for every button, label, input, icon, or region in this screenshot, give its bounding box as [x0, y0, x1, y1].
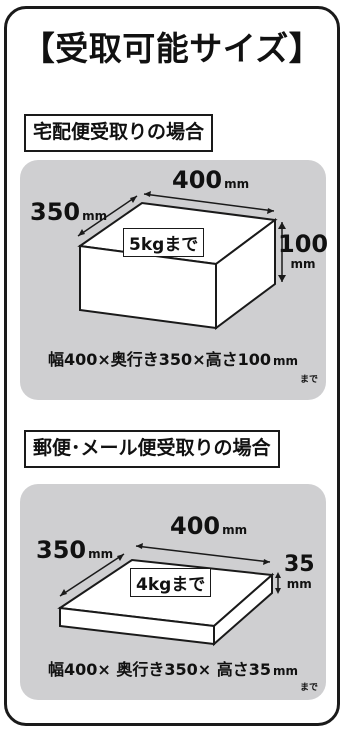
page-title: 【受取可能サイズ】 [21, 29, 323, 68]
box-side-face [215, 218, 276, 330]
section-label-parcel: 宅配便受取りの場合 [24, 114, 214, 152]
width-arrow [143, 193, 275, 212]
made-note: まで [299, 375, 318, 385]
depth-arrow [77, 195, 138, 237]
weight-limit-badge: 5kgまで [123, 228, 205, 257]
height-label: 35 mm [284, 552, 315, 591]
made-note: まで [299, 683, 318, 693]
outer-frame [4, 6, 340, 726]
width-arrow [135, 545, 271, 563]
weight-limit-badge: 4kgまで [130, 568, 212, 597]
depth-arrow [59, 553, 125, 597]
height-label: 100 mm [278, 230, 329, 271]
box-side-face [213, 572, 273, 647]
section-label-mail: 郵便･メール便受取りの場合 [24, 430, 280, 468]
